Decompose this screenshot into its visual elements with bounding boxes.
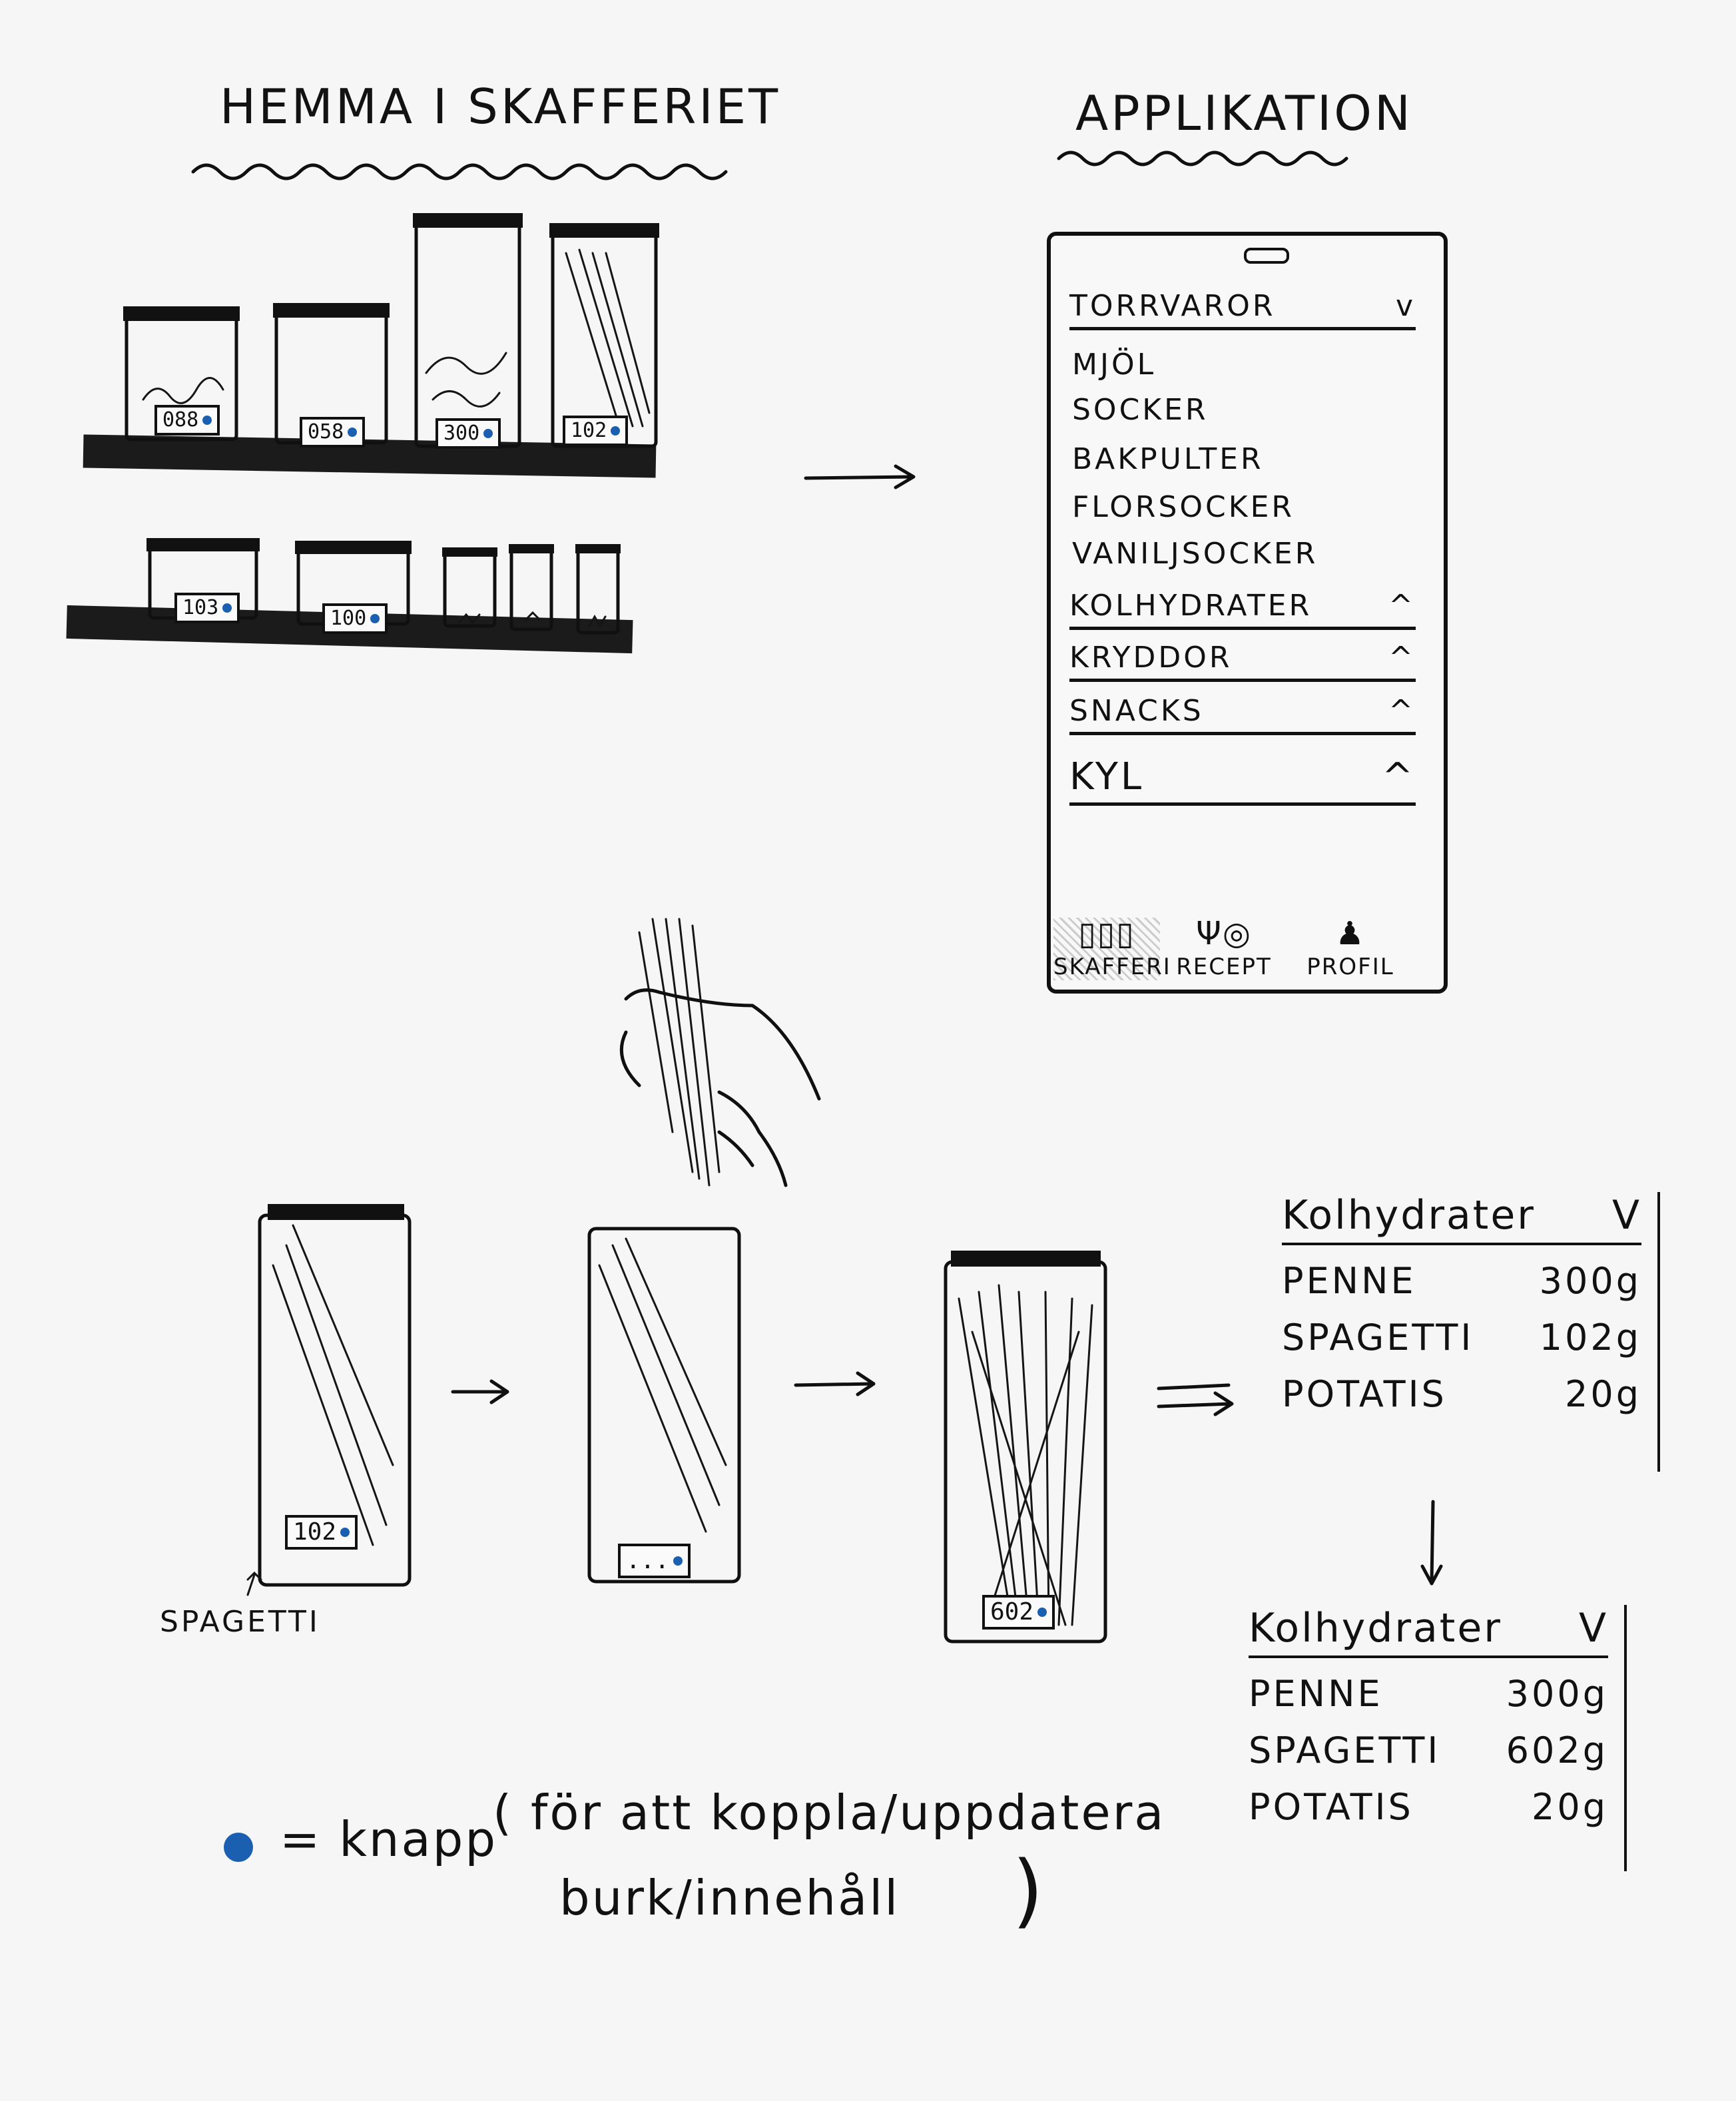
legend-explanation: ( för att koppla/uppdatera	[493, 1785, 1166, 1841]
caption-spagetti: SPAGETTI	[160, 1605, 320, 1639]
phone-speaker	[1244, 248, 1289, 264]
chevron-down-icon[interactable]: v	[1395, 289, 1416, 323]
jar-label-scanning: ...	[618, 1544, 691, 1578]
list-item[interactable]: FLORSOCKER	[1072, 490, 1295, 524]
jar-label-058: 058	[300, 417, 366, 448]
app-phone-mockup: TORRVAROR v MJÖL SOCKER BAKPULTER FLORSO…	[1047, 232, 1448, 994]
category-kryddor[interactable]: KRYDDOR ^	[1069, 641, 1416, 682]
jar-label-102: 102	[563, 416, 629, 446]
chevron-up-icon[interactable]: ^	[1388, 641, 1416, 675]
heading-pantry: HEMMA I SKAFFERIET	[220, 79, 781, 135]
list-item[interactable]: BAKPULTER	[1072, 442, 1264, 476]
chevron-up-icon[interactable]: ^	[1388, 694, 1416, 728]
heading-underline-left	[191, 163, 728, 180]
legend-button-dot	[224, 1833, 253, 1862]
connect-button-dot[interactable]	[483, 429, 493, 438]
arrow-to-table	[1157, 1383, 1234, 1416]
person-icon: ♟	[1335, 915, 1366, 952]
nav-profil[interactable]: ♟ PROFIL	[1297, 918, 1404, 980]
table-header[interactable]: Kolhydrater V	[1282, 1192, 1641, 1245]
jar-label-088: 088	[154, 405, 220, 436]
chevron-down-icon[interactable]: V	[1578, 1605, 1608, 1651]
hand-with-spaghetti	[619, 918, 821, 1187]
connect-button-dot[interactable]	[348, 428, 358, 437]
list-item[interactable]: SOCKER	[1072, 393, 1209, 427]
category-kyl[interactable]: KYL ^	[1069, 755, 1416, 806]
top-shelf	[83, 213, 659, 478]
arrow-seq-1	[451, 1379, 509, 1404]
connect-button-dot[interactable]	[370, 614, 380, 623]
arrow-table-update	[1420, 1500, 1443, 1586]
legend-close-paren: )	[1012, 1845, 1045, 1937]
jars-icon: ▯▯▯	[1078, 915, 1135, 952]
table-header[interactable]: Kolhydrater V	[1249, 1605, 1608, 1658]
plate-icon: Ψ◎	[1196, 915, 1252, 952]
sequence-jar-1	[258, 1204, 412, 1587]
connect-button-dot[interactable]	[222, 603, 232, 613]
connect-button-dot[interactable]	[202, 416, 212, 425]
connect-button-dot[interactable]	[611, 426, 621, 436]
legend-explanation-2: burk/innehåll	[559, 1870, 900, 1926]
jar-label-100: 100	[322, 603, 388, 634]
chevron-up-icon[interactable]: ^	[1382, 755, 1416, 798]
bottom-shelf	[66, 538, 633, 654]
jar-label-spagetti-after: 602	[982, 1595, 1055, 1630]
sequence-jar-2	[587, 1227, 741, 1584]
nav-skafferi[interactable]: ▯▯▯ SKAFFERI	[1053, 915, 1171, 980]
legend-knapp: = knapp	[280, 1811, 498, 1867]
list-item[interactable]: MJÖL	[1072, 348, 1157, 382]
heading-underline-right	[1057, 150, 1348, 166]
list-item[interactable]: VANILJSOCKER	[1072, 537, 1318, 571]
chevron-up-icon[interactable]: ^	[1388, 589, 1416, 623]
nav-recept[interactable]: Ψ◎ RECEPT	[1171, 918, 1277, 980]
connect-button-dot[interactable]	[1037, 1608, 1047, 1617]
connect-button-dot[interactable]	[340, 1528, 350, 1537]
jar-label-300: 300	[435, 418, 501, 449]
connect-button-dot[interactable]	[673, 1556, 683, 1566]
arrow-seq-2	[794, 1371, 876, 1396]
caption-pointer	[246, 1571, 262, 1596]
chevron-down-icon[interactable]: V	[1611, 1192, 1641, 1239]
sequence-jar-3	[944, 1251, 1107, 1644]
jar-label-spagetti-before: 102	[285, 1515, 358, 1550]
category-snacks[interactable]: SNACKS ^	[1069, 694, 1416, 735]
arrow-to-app	[804, 464, 916, 489]
category-kolhydrater[interactable]: KOLHYDRATER ^	[1069, 589, 1416, 630]
jar-label-103: 103	[174, 593, 240, 623]
heading-application: APPLIKATION	[1075, 85, 1413, 141]
category-torrvaror[interactable]: TORRVAROR v	[1069, 289, 1416, 330]
